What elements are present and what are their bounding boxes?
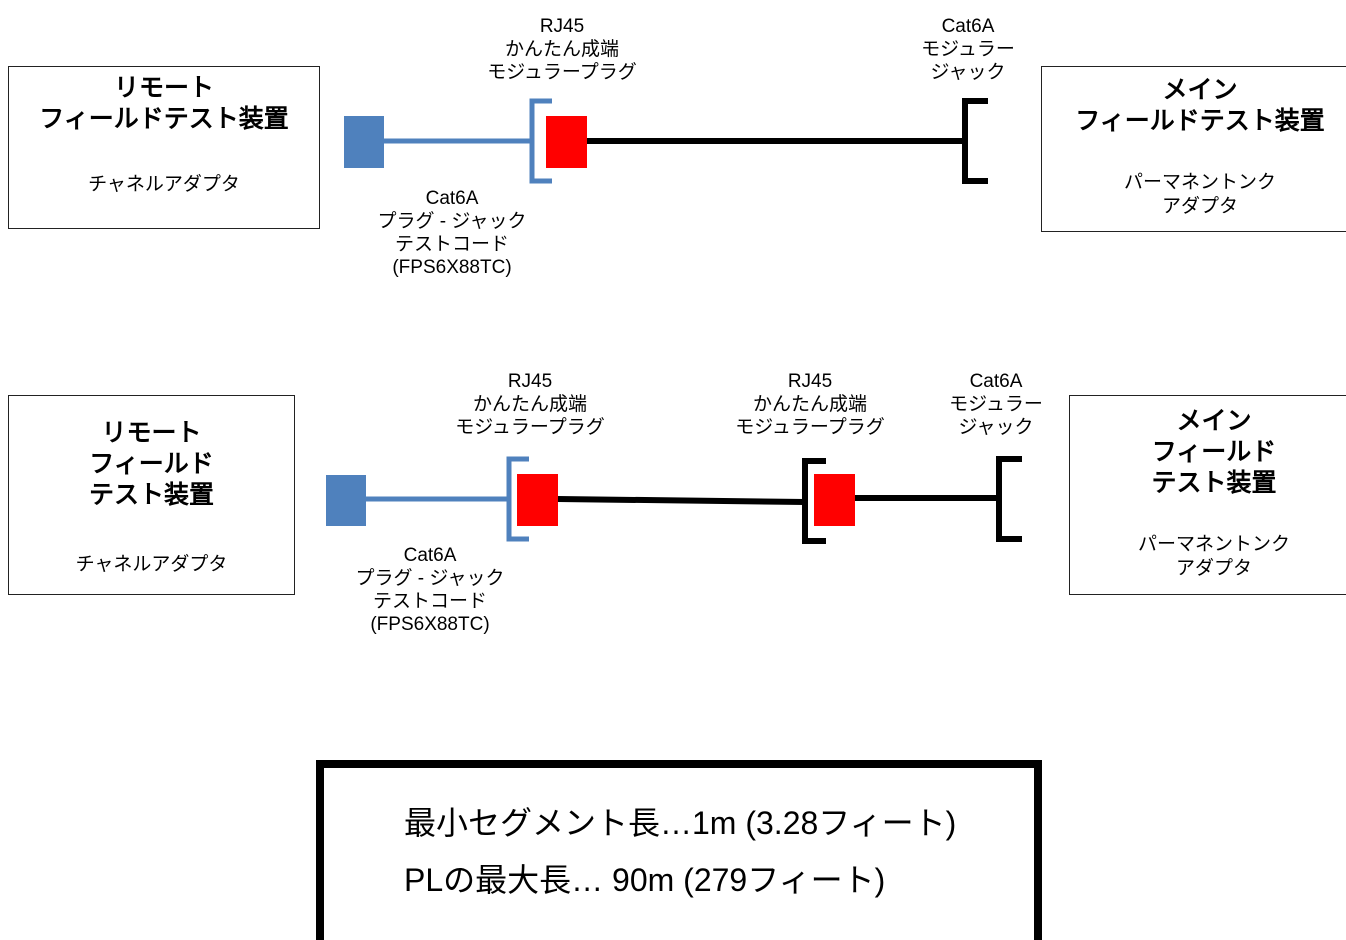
channel-adapter-label-2: チャネルアダプタ xyxy=(75,554,228,575)
permanent-link-adapter-label-1: パーマネントンク アダプタ xyxy=(1123,172,1276,217)
adapter-block-2 xyxy=(326,475,366,526)
length-summary-box: 最小セグメント長…1m (3.28フィート) PLの最大長… 90m (279フ… xyxy=(316,760,1042,940)
jack-label-2: Cat6A モジュラー ジャック xyxy=(949,371,1043,438)
min-segment-length: 最小セグメント長…1m (3.28フィート) xyxy=(404,805,957,841)
remote-tester-title-1: リモート フィールドテスト装置 xyxy=(39,74,289,133)
permanent-link-adapter-label-2: パーマネントンク アダプタ xyxy=(1137,534,1290,579)
main-tester-title-2: メイン フィールド テスト装置 xyxy=(1151,407,1277,497)
plug-boot-2 xyxy=(506,456,529,542)
main-tester-box-2: メイン フィールド テスト装置 パーマネントンク アダプタ xyxy=(1069,395,1346,595)
remote-tester-title-2: リモート フィールド テスト装置 xyxy=(88,419,214,509)
modular-plug-1 xyxy=(546,116,587,168)
inline-jack-2 xyxy=(802,458,826,544)
max-permanent-link-length: PLの最大長… 90m (279フィート) xyxy=(404,862,886,898)
modular-jack-2 xyxy=(996,456,1022,542)
modular-plug-2a xyxy=(517,474,558,526)
test-cord-label-2: Cat6A プラグ - ジャック テストコード (FPS6X88TC) xyxy=(355,545,505,635)
adapter-block-1 xyxy=(344,116,384,168)
plug-label-1: RJ45 かんたん成端 モジュラープラグ xyxy=(487,16,637,83)
channel-adapter-label-1: チャネルアダプタ xyxy=(88,174,240,195)
remote-tester-box-2: リモート フィールド テスト装置 チャネルアダプタ xyxy=(8,395,295,595)
modular-jack-1 xyxy=(962,98,988,184)
test-cord-label-1: Cat6A プラグ - ジャック テストコード (FPS6X88TC) xyxy=(377,188,527,278)
remote-tester-box-1: リモート フィールドテスト装置 チャネルアダプタ xyxy=(8,66,320,229)
jack-label-1: Cat6A モジュラー ジャック xyxy=(921,16,1015,83)
main-tester-title-1: メイン フィールドテスト装置 xyxy=(1075,76,1325,135)
main-tester-box-1: メイン フィールドテスト装置 パーマネントンク アダプタ xyxy=(1041,66,1346,232)
plug-label-2a: RJ45 かんたん成端 モジュラープラグ xyxy=(455,371,605,438)
plug-boot-1 xyxy=(529,98,552,184)
modular-plug-2b xyxy=(814,474,855,526)
cable-segment-2a xyxy=(557,496,806,505)
plug-label-2b: RJ45 かんたん成端 モジュラープラグ xyxy=(735,371,885,438)
